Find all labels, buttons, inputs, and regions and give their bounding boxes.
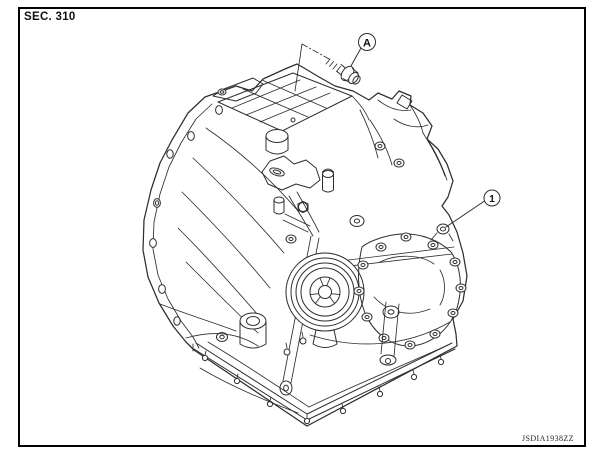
shift-mechanism — [261, 155, 365, 237]
callout-a-label: A — [363, 38, 371, 50]
pulley — [283, 234, 365, 356]
transaxle-assembly — [142, 63, 468, 427]
figure-border — [18, 7, 586, 447]
callout-1-target-boss — [430, 223, 454, 242]
end-cover — [353, 232, 467, 366]
bell-housing — [149, 103, 300, 349]
oil-pan — [159, 303, 456, 425]
callout-1: 1 — [445, 189, 501, 228]
upper-right-case — [359, 94, 448, 181]
top-deck — [212, 72, 370, 155]
end-cover-bolt-bosses — [353, 232, 467, 350]
bolt-axis-lines — [294, 43, 332, 92]
callout-a: A — [350, 33, 376, 67]
figure-code: JSDIA1938ZZ — [522, 434, 574, 443]
callout-1-label: 1 — [489, 194, 495, 205]
section-label: SEC. 310 — [24, 11, 76, 23]
flange-bolt-icon — [325, 58, 361, 85]
case-silhouette — [142, 63, 468, 427]
